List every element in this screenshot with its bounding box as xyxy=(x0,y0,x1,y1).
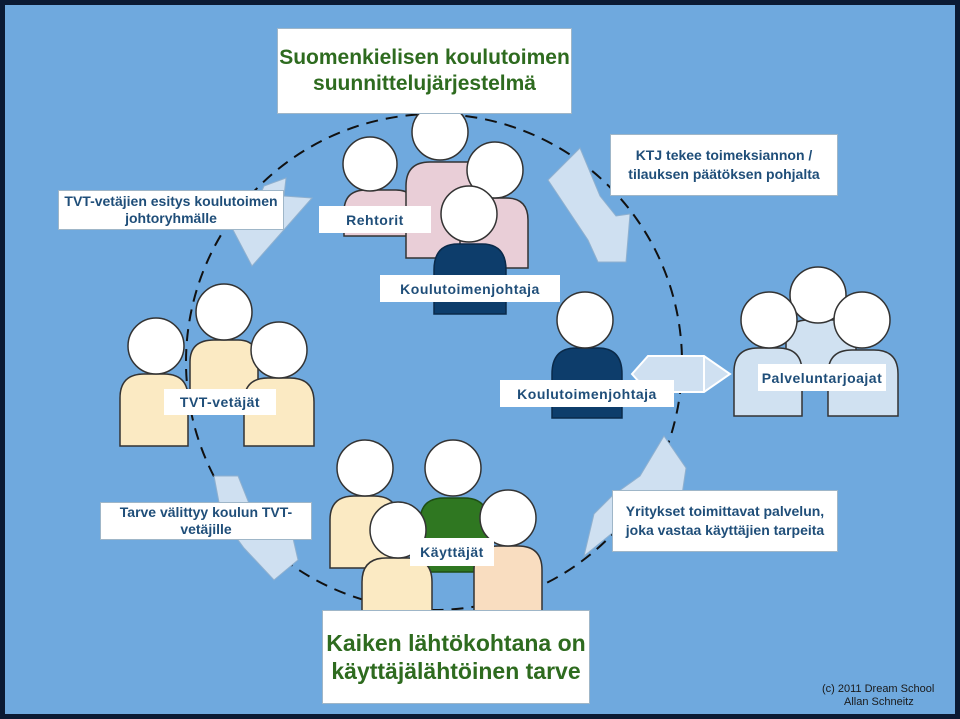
note-bottom-left-text: Tarve välittyy koulun TVT-vetäjille xyxy=(119,504,293,537)
person-head xyxy=(127,317,185,375)
person-head xyxy=(479,489,537,547)
label-koulutoimenjohtaja-top: Koulutoimenjohtaja xyxy=(380,275,560,302)
label-koulutoimenjohtaja-mid: Koulutoimenjohtaja xyxy=(500,380,674,407)
person-head xyxy=(195,283,253,341)
person-head xyxy=(342,136,398,192)
person-head xyxy=(740,291,798,349)
label-kayttajat: Käyttäjät xyxy=(410,538,494,566)
note-bottom-left: Tarve välittyy koulun TVT-vetäjille xyxy=(100,502,312,540)
note-bottom-center-text: Kaiken lähtökohtana on käyttäjälähtöinen… xyxy=(326,630,586,684)
person-head xyxy=(466,141,524,199)
person-head xyxy=(250,321,308,379)
people-group-tvt xyxy=(119,283,315,447)
people-group-kayttajat xyxy=(329,439,543,613)
note-top-right-text: KTJ tekee toimeksiannon / tilauksen päät… xyxy=(628,147,820,182)
person-head xyxy=(556,291,614,349)
label-rehtorit: Rehtorit xyxy=(319,206,431,233)
label-palveluntarjoajat: Palveluntarjoajat xyxy=(758,364,886,391)
note-top-right: KTJ tekee toimeksiannon / tilauksen päät… xyxy=(610,134,838,196)
note-top-left: TVT-vetäjien esitys koulutoimen johtoryh… xyxy=(58,190,284,230)
note-bottom-center: Kaiken lähtökohtana on käyttäjälähtöinen… xyxy=(322,610,590,704)
diagram-title-text: Suomenkielisen koulutoimen suunnittelujä… xyxy=(279,46,570,95)
person-body xyxy=(361,557,433,613)
people-group-palveluntarjoajat xyxy=(733,266,899,417)
person-head xyxy=(336,439,394,497)
note-top-left-text: TVT-vetäjien esitys koulutoimen johtoryh… xyxy=(64,193,278,226)
copyright: (c) 2011 Dream School Allan Schneitz xyxy=(822,683,934,709)
diagram-title: Suomenkielisen koulutoimen suunnittelujä… xyxy=(277,28,572,114)
note-bottom-right: Yritykset toimittavat palvelun, joka vas… xyxy=(612,490,838,552)
note-bottom-right-text: Yritykset toimittavat palvelun, joka vas… xyxy=(625,503,825,538)
person-head xyxy=(833,291,891,349)
person-head xyxy=(789,266,847,324)
copyright-line1: (c) 2011 Dream School xyxy=(822,683,935,695)
person-head xyxy=(440,185,498,243)
label-tvt-vetajat: TVT-vetäjät xyxy=(164,389,276,415)
people-group-rehtorit xyxy=(342,103,529,269)
copyright-line2: Allan Schneitz xyxy=(844,696,914,708)
cycle-arrow-top-right xyxy=(547,147,631,263)
person-head xyxy=(424,439,482,497)
